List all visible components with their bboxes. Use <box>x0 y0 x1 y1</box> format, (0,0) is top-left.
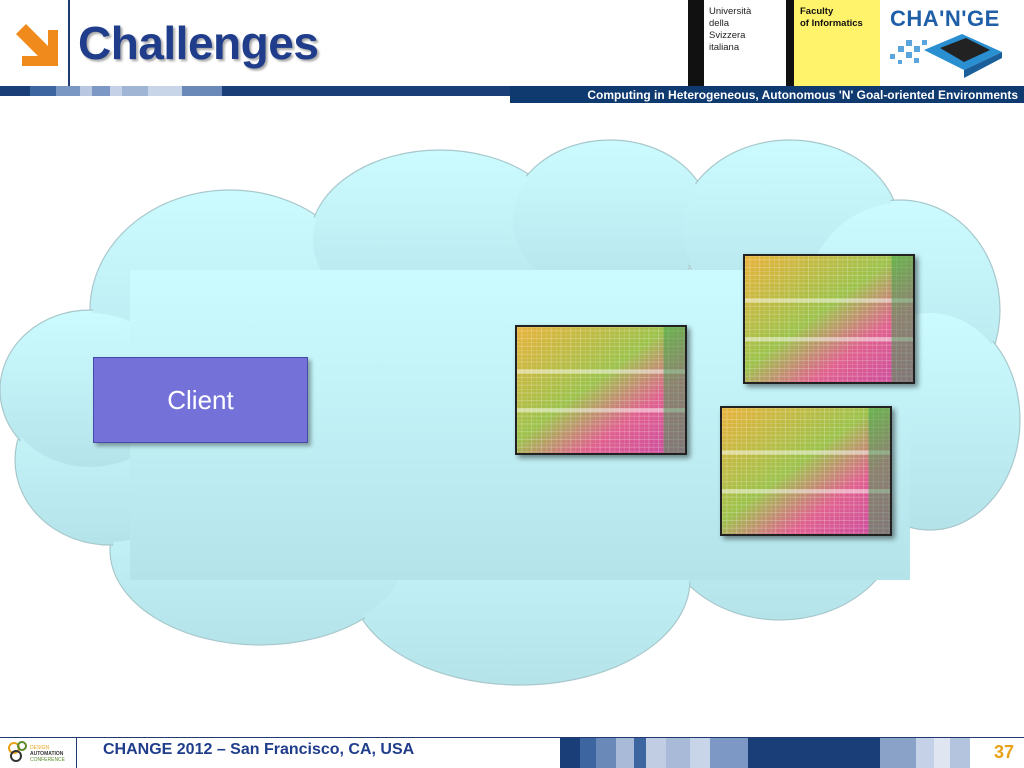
title-divider <box>68 0 70 86</box>
client-label: Client <box>167 384 234 415</box>
footer-event-text: CHANGE 2012 – San Francisco, CA, USA <box>103 741 415 758</box>
faculty-logo <box>794 0 880 86</box>
university-logo <box>688 0 786 86</box>
processor-die-image <box>743 254 915 384</box>
dac-logo-line: AUTOMATION <box>30 751 64 757</box>
footer-stripes <box>560 738 1024 768</box>
change-project-logo <box>890 34 1002 78</box>
page-number: 37 <box>993 742 1014 762</box>
university-name: Università della Svizzera italiana <box>709 6 779 54</box>
university-line: italiana <box>709 42 740 53</box>
university-line: Università <box>709 6 752 17</box>
faculty-logo-bar <box>786 0 794 86</box>
processor-die-image <box>720 406 892 536</box>
processor-die-image <box>515 325 687 455</box>
faculty-line: Faculty <box>800 6 834 17</box>
slide-title: Challenges <box>78 17 319 69</box>
change-logo-text: CHA'N'GE <box>890 6 1000 31</box>
faculty-line: of Informatics <box>800 18 863 29</box>
arrow-down-right-icon <box>16 24 58 66</box>
dac-logo: DESIGN AUTOMATION CONFERENCE <box>8 741 66 763</box>
dac-logo-line: CONFERENCE <box>30 757 66 763</box>
university-logo-bar <box>688 0 704 86</box>
university-line: della <box>709 18 730 29</box>
footer-divider <box>76 738 77 768</box>
subtitle-bar: Computing in Heterogeneous, Autonomous '… <box>510 86 1024 103</box>
footer-line <box>0 737 1024 738</box>
subtitle: Computing in Heterogeneous, Autonomous '… <box>587 88 1018 102</box>
faculty-name: Faculty of Informatics <box>800 6 878 30</box>
client-box: Client <box>93 357 308 443</box>
dac-logo-line: DESIGN <box>30 745 50 751</box>
university-line: Svizzera <box>709 30 746 41</box>
